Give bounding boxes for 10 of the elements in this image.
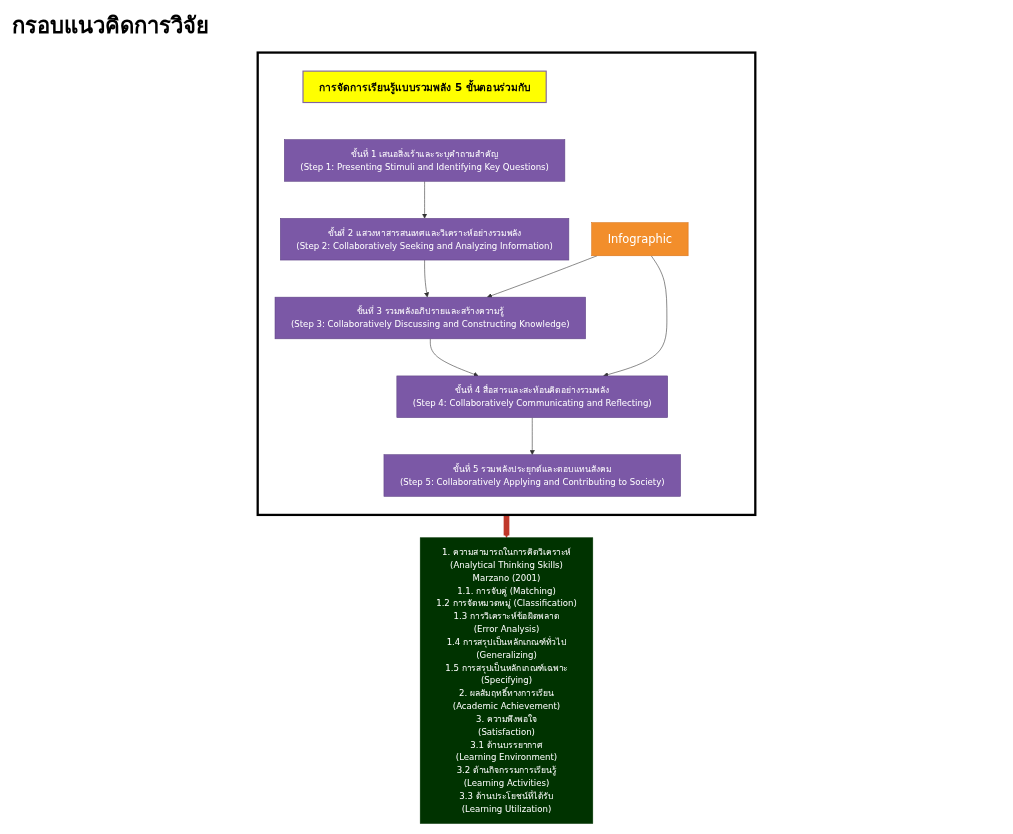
cluster <box>256 51 757 517</box>
node-box: 1. ความสามารถในการคิดวิเคราะห์ (Analytical Thinking Skills) Marzano (2001) 1.1. การจับคู่ (Matching) 1.2 การจัดหมวดหมู่ (Classification) 1.3 การวิเคราะห์ข้อผิดพลาด (Error Analysis) 1.4 การสรุปเป็นหลักเกณฑ์ทั่วไป (Generalizing) 1.5 การสรุปเป็นหลักเกณฑ์เฉพาะ (Specifying) 2. ผลสัมฤทธิ์ทางการเรียน (Academic Achievement) 3. ความพึงพอใจ (Satisfaction) 3.1 ด้านบรรยากาศ (Learning Environment) 3.2 ด้านกิจกรรมการเรียนรู้ (Learning Activities) 3.3 ด้านประโยชน์ที่ได้รับ (Learning Utilization) <box>419 537 594 824</box>
node-box: ขั้นที่ 3 รวมพลังอภิปรายและสร้างความรู้ (Step 3: Collaboratively Discussing and Constructing Knowledge) <box>274 296 586 340</box>
node-box: ขั้นที่ 4 สื่อสารและสะท้อนคิดอย่างรวมพลัง (Step 4: Collaboratively Communicating and Reflecting) <box>396 375 668 418</box>
node-box: ขั้นที่ 1 เสนอสิ่งเร้าและระบุคำถามสำคัญ (Step 1: Presenting Stimuli and Identifying Key Questions) <box>284 139 566 182</box>
node-box: ขั้นที่ 2 แสวงหาสารสนเทศและวิเคราะห์อย่างรวมพลัง (Step 2: Collaboratively Seeking and Analyzing Information) <box>280 218 570 261</box>
node-box: การจัดการเรียนรู้แบบรวมพลัง 5 ขั้นตอนร่วมกับ <box>302 70 547 104</box>
node-box: ขั้นที่ 5 รวมพลังประยุกต์และตอบแทนสังคม (Step 5: Collaboratively Applying and Contributing to Society) <box>383 454 681 497</box>
node-box: Infographic <box>591 222 689 257</box>
diagram-title: กรอบแนวคิดการวิจัย <box>12 12 209 40</box>
